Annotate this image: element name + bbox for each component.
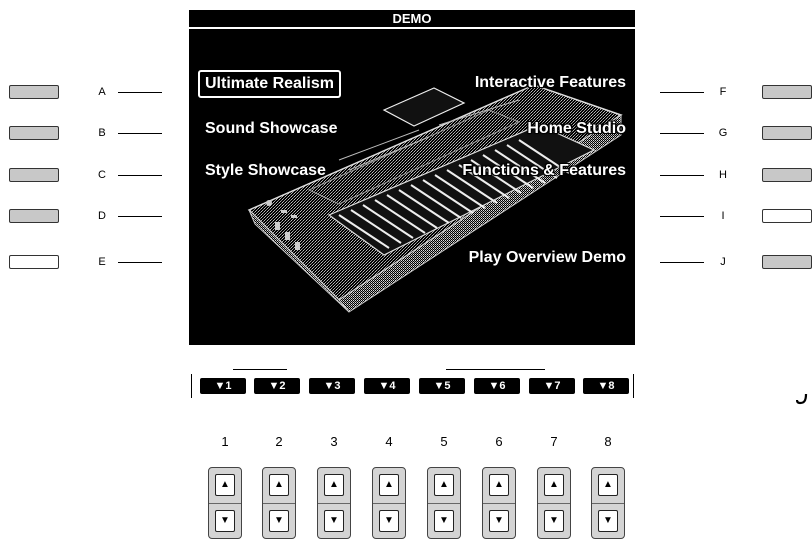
updown-divider <box>592 503 624 504</box>
up-button-1[interactable]: ▲ <box>215 474 235 496</box>
up-button-4[interactable]: ▲ <box>379 474 399 496</box>
demo-item-ultimate-realism[interactable]: Ultimate Realism <box>198 70 341 98</box>
side-letter-c: C <box>95 168 109 182</box>
column-number-6: 6 <box>489 434 509 449</box>
column-number-5: 5 <box>434 434 454 449</box>
demo-item-style-showcase[interactable]: Style Showcase <box>205 161 326 181</box>
updown-divider <box>209 503 241 504</box>
softkey-2: ▼2 <box>254 378 300 394</box>
up-button-2[interactable]: ▲ <box>269 474 289 496</box>
down-button-2[interactable]: ▼ <box>269 510 289 532</box>
demo-item-functions-features[interactable]: Functions & Features <box>462 161 626 181</box>
updown-divider <box>373 503 405 504</box>
side-letter-e: E <box>95 255 109 269</box>
side-button-j[interactable] <box>762 255 812 269</box>
up-button-3[interactable]: ▲ <box>324 474 344 496</box>
screen-title: DEMO <box>189 10 635 29</box>
demo-item-home-studio[interactable]: Home Studio <box>527 119 626 139</box>
down-button-5[interactable]: ▼ <box>434 510 454 532</box>
demo-item-interactive-features[interactable]: Interactive Features <box>475 73 626 93</box>
leader-line-i <box>660 216 704 217</box>
leader-line-g <box>660 133 704 134</box>
column-number-4: 4 <box>379 434 399 449</box>
softkey-3: ▼3 <box>309 378 355 394</box>
down-button-6[interactable]: ▼ <box>489 510 509 532</box>
updown-divider <box>318 503 350 504</box>
up-button-8[interactable]: ▲ <box>598 474 618 496</box>
side-button-g[interactable] <box>762 126 812 140</box>
leader-line-h <box>660 175 704 176</box>
up-button-5[interactable]: ▲ <box>434 474 454 496</box>
updown-pair-3: ▲ ▼ <box>317 467 351 539</box>
down-button-8[interactable]: ▼ <box>598 510 618 532</box>
demo-screen: DEMO Ultimate Realism Sound Showcase Sty… <box>189 10 635 345</box>
updown-divider <box>263 503 295 504</box>
softkey-1: ▼1 <box>200 378 246 394</box>
up-button-7[interactable]: ▲ <box>544 474 564 496</box>
side-letter-h: H <box>716 168 730 182</box>
hook-mark-icon <box>796 392 810 406</box>
side-letter-i: I <box>716 209 730 223</box>
side-button-i[interactable] <box>762 209 812 223</box>
softkey-bar: ▼1 ▼2 ▼3 ▼4 ▼5 ▼6 ▼7 ▼8 <box>191 374 634 398</box>
softkey-4: ▼4 <box>364 378 410 394</box>
softkey-7: ▼7 <box>529 378 575 394</box>
leader-line-d <box>118 216 162 217</box>
down-button-3[interactable]: ▼ <box>324 510 344 532</box>
softkey-6: ▼6 <box>474 378 520 394</box>
side-button-f[interactable] <box>762 85 812 99</box>
softkey-8: ▼8 <box>583 378 629 394</box>
leader-line-b <box>118 133 162 134</box>
demo-item-play-overview-demo[interactable]: Play Overview Demo <box>469 248 626 268</box>
side-letter-a: A <box>95 85 109 99</box>
side-button-e[interactable] <box>9 255 59 269</box>
updown-pair-6: ▲ ▼ <box>482 467 516 539</box>
side-button-h[interactable] <box>762 168 812 182</box>
leader-line-f <box>660 92 704 93</box>
updown-pair-5: ▲ ▼ <box>427 467 461 539</box>
side-button-a[interactable] <box>9 85 59 99</box>
column-number-3: 3 <box>324 434 344 449</box>
up-button-6[interactable]: ▲ <box>489 474 509 496</box>
updown-pair-7: ▲ ▼ <box>537 467 571 539</box>
updown-pair-2: ▲ ▼ <box>262 467 296 539</box>
demo-item-sound-showcase[interactable]: Sound Showcase <box>205 119 337 139</box>
side-letter-b: B <box>95 126 109 140</box>
column-number-8: 8 <box>598 434 618 449</box>
updown-divider <box>538 503 570 504</box>
leader-line-e <box>118 262 162 263</box>
column-number-7: 7 <box>544 434 564 449</box>
column-number-2: 2 <box>269 434 289 449</box>
leader-line-c <box>118 175 162 176</box>
updown-pair-8: ▲ ▼ <box>591 467 625 539</box>
leader-line-j <box>660 262 704 263</box>
leader-line-a <box>118 92 162 93</box>
side-letter-d: D <box>95 209 109 223</box>
side-button-c[interactable] <box>9 168 59 182</box>
down-button-7[interactable]: ▼ <box>544 510 564 532</box>
side-letter-g: G <box>716 126 730 140</box>
side-letter-f: F <box>716 85 730 99</box>
column-number-1: 1 <box>215 434 235 449</box>
side-button-b[interactable] <box>9 126 59 140</box>
updown-divider <box>483 503 515 504</box>
updown-pair-1: ▲ ▼ <box>208 467 242 539</box>
down-button-1[interactable]: ▼ <box>215 510 235 532</box>
updown-pair-4: ▲ ▼ <box>372 467 406 539</box>
side-button-d[interactable] <box>9 209 59 223</box>
side-letter-j: J <box>716 255 730 269</box>
group-line-5-7 <box>446 369 545 370</box>
updown-divider <box>428 503 460 504</box>
down-button-4[interactable]: ▼ <box>379 510 399 532</box>
group-line-1-2 <box>233 369 287 370</box>
softkey-5: ▼5 <box>419 378 465 394</box>
